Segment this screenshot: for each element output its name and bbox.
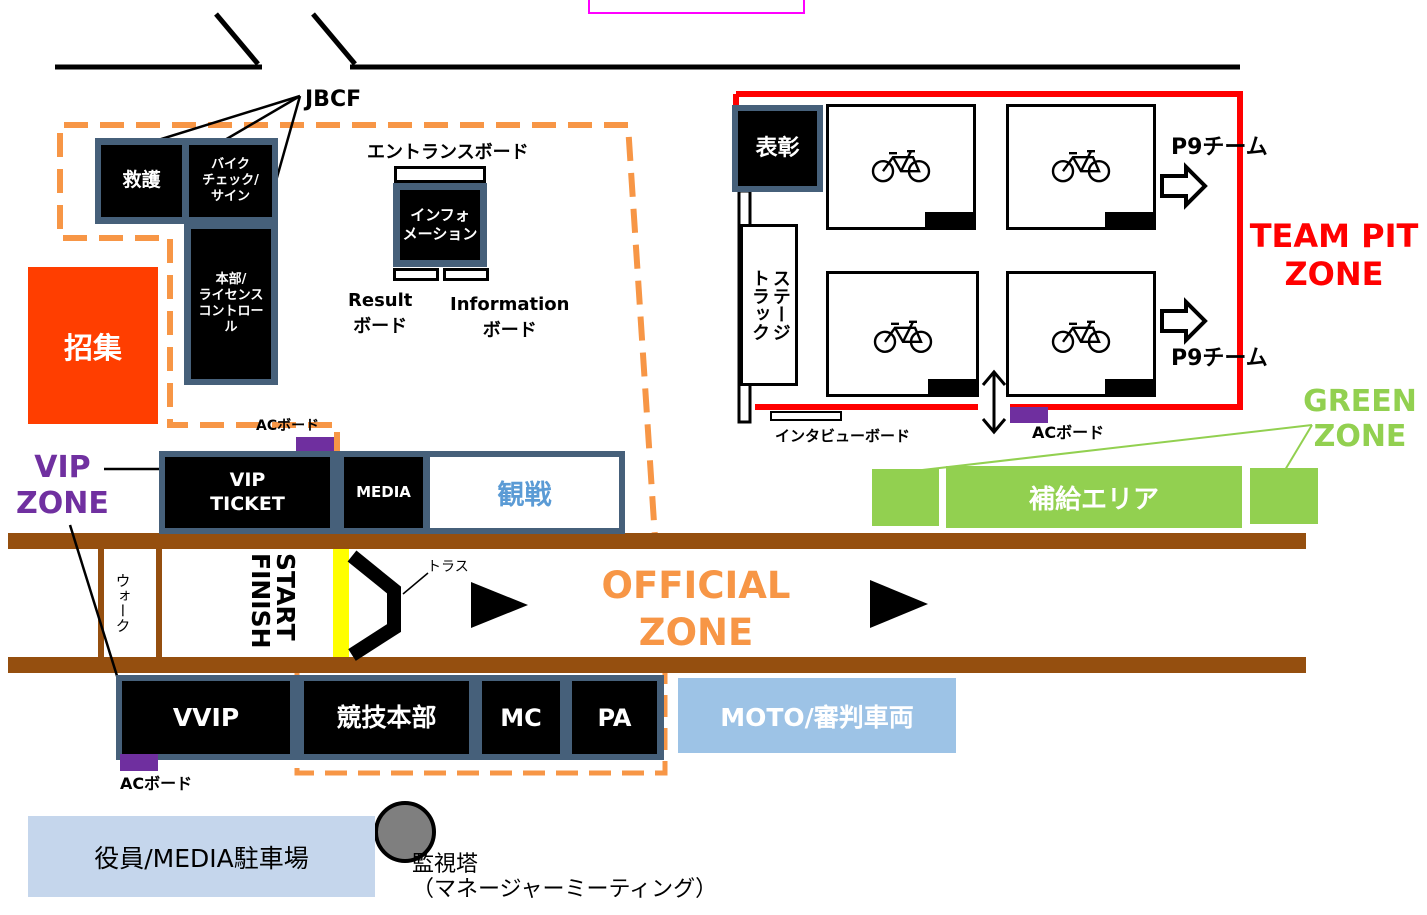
result-board xyxy=(393,268,439,281)
watchtower-label: 監視塔 （マネージャーミーティング） xyxy=(412,852,718,903)
green-block-left xyxy=(872,469,939,526)
title-box-fragment xyxy=(588,0,805,14)
stage-truck-label: ステージ トラック xyxy=(749,269,791,341)
moto-area: MOTO/審判車両 xyxy=(678,678,956,753)
interview-board xyxy=(770,411,842,421)
ac-board-pit-label: ACボード xyxy=(1032,423,1105,442)
result-board-label: Result ボード xyxy=(348,290,413,338)
bicycle-icon xyxy=(873,320,932,353)
information-board-label: Information ボード xyxy=(450,294,570,342)
walk-lane-right xyxy=(156,549,162,657)
truss-pointer xyxy=(402,572,429,595)
road-diagonal-1 xyxy=(214,12,260,66)
bicycle-icon xyxy=(871,149,931,183)
green-zone-line-2 xyxy=(1284,424,1313,471)
media-booth: MEDIA xyxy=(344,457,423,528)
vip-ticket-booth: VIP TICKET xyxy=(165,457,330,528)
honbu-license-booth: 本部/ ライセンス コントロー ル xyxy=(191,229,271,379)
outline-arrow-icon xyxy=(1160,297,1208,345)
course-edge-top xyxy=(8,533,1306,549)
play-arrow-icon xyxy=(471,582,528,628)
team-pit-boundary xyxy=(736,91,1243,410)
vip-zone-line xyxy=(68,524,124,693)
finish-line xyxy=(333,549,349,657)
information-board xyxy=(443,268,489,281)
start-finish-label: START FINISH xyxy=(246,553,300,649)
official-zone-label: OFFICIAL ZONE xyxy=(601,564,791,655)
green-zone-label: GREEN ZONE xyxy=(1303,384,1417,455)
truss-structure xyxy=(347,550,401,661)
vip-zone-label: VIP ZONE xyxy=(16,450,109,521)
p9-team-top-label: P9チーム xyxy=(1171,135,1268,160)
team-pit-4 xyxy=(1006,271,1156,397)
kyugo-booth: 救護 xyxy=(101,145,182,217)
jbcf-label: JBCF xyxy=(305,87,362,112)
watchtower-icon xyxy=(374,801,436,863)
information-booth: インフォ メーション xyxy=(400,190,480,260)
ac-board-bottom-label: ACボード xyxy=(120,774,193,793)
green-block-right xyxy=(1250,468,1318,524)
mc-booth: MC xyxy=(482,681,560,754)
truss-label: トラス xyxy=(427,559,469,575)
jbcf-line-kyugo xyxy=(141,94,301,147)
green-zone-line-1 xyxy=(904,424,1313,473)
walk-lane-left xyxy=(98,549,104,657)
official-boundary-upper xyxy=(57,122,659,541)
team-pit-1 xyxy=(826,104,976,230)
stage-truck: ステージ トラック xyxy=(740,224,798,386)
shoshu-area: 招集 xyxy=(28,267,158,424)
course-edge-bottom xyxy=(8,657,1306,673)
entrance-board-label: エントランスボード xyxy=(367,142,529,163)
bicycle-icon xyxy=(1051,149,1111,183)
bicycle-icon xyxy=(1051,320,1111,353)
kyogi-honbu-booth: 競技本部 xyxy=(304,681,469,754)
play-arrow-icon xyxy=(870,580,928,628)
walk-lane-label: ウォーク xyxy=(113,573,132,633)
ac-board-top xyxy=(296,437,334,454)
hyosho-booth: 表彰 xyxy=(738,111,817,186)
vvip-booth: VVIP xyxy=(122,681,290,754)
entrance-board xyxy=(394,166,486,183)
team-pit-3 xyxy=(826,271,979,397)
ac-board-top-label: ACボード xyxy=(256,418,320,434)
road-diagonal-2 xyxy=(311,12,357,66)
team-pit-zone-label: TEAM PIT ZONE xyxy=(1249,217,1419,293)
outline-arrow-icon xyxy=(1160,162,1208,210)
ac-board-pit xyxy=(1010,407,1048,423)
ac-board-bottom xyxy=(120,754,158,771)
supply-area: 補給エリア xyxy=(946,466,1242,528)
interview-board-label: インタビューボード xyxy=(775,427,911,445)
jbcf-line-bikecheck xyxy=(217,94,301,146)
pa-booth: PA xyxy=(572,681,657,754)
kansen-area: 観戦 xyxy=(430,457,619,528)
parking-area: 役員/MEDIA駐車場 xyxy=(28,816,375,897)
bike-check-booth: バイク チェック/ サイン xyxy=(189,145,272,217)
team-pit-2 xyxy=(1006,104,1156,230)
p9-team-bottom-label: P9チーム xyxy=(1171,346,1268,371)
